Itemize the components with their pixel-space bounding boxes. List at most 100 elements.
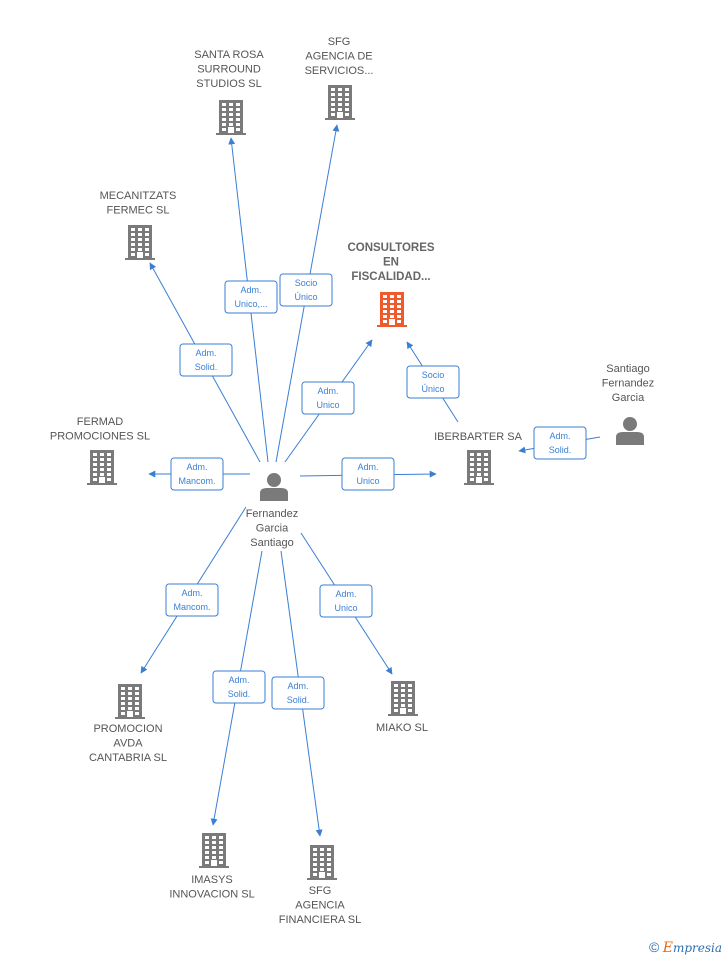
edge-label-text: Solid. [195, 362, 218, 372]
edge-label-box [341, 457, 395, 491]
node-label: AVDA [113, 738, 143, 750]
edge-label-box [165, 583, 219, 617]
node-label: MECANITZATS [100, 190, 177, 202]
building-icon [115, 684, 145, 719]
edge-label-text: Unico,... [234, 299, 267, 309]
node-label: CONSULTORES [347, 242, 434, 254]
building-icon [377, 292, 407, 327]
edge-label-box [179, 343, 233, 377]
edge-label-fernandez-to-miako[interactable]: Adm. Unico [319, 584, 373, 618]
node-label: PROMOCION [93, 723, 162, 735]
edge-label-box [271, 676, 325, 710]
node-label: STUDIOS SL [196, 78, 261, 90]
edge-label-box [406, 365, 460, 399]
building-icon [125, 225, 155, 260]
node-label: AGENCIA [295, 900, 345, 912]
building-icon [464, 450, 494, 485]
node-santa_rosa[interactable]: SANTA ROSA SURROUND STUDIOS SL [194, 49, 264, 135]
edge-label-text: Unico [316, 400, 339, 410]
person-icon [616, 417, 644, 445]
edge-label-text: Adm. [228, 675, 249, 685]
edge-label-box [279, 273, 333, 307]
edge-label-text: Unico [356, 476, 379, 486]
building-icon [87, 450, 117, 485]
edge-label-box [301, 381, 355, 415]
person-icon [260, 473, 288, 501]
node-label: MIAKO SL [376, 722, 428, 734]
edge-label-fernandez-to-santa_rosa[interactable]: Adm. Unico,... [224, 280, 278, 314]
empresia-watermark: © Empresia [649, 939, 722, 956]
edge-label-text: Unico [334, 603, 357, 613]
node-label: FINANCIERA SL [279, 914, 362, 926]
edge-label-text: Mancom. [173, 602, 210, 612]
edge-label-text: Socio [422, 370, 445, 380]
node-promocion[interactable]: PROMOCION AVDA CANTABRIA SL [89, 684, 167, 764]
edge-label-fernandez-to-imasys[interactable]: Adm. Solid. [212, 670, 266, 704]
node-iberbarter[interactable]: IBERBARTER SA [434, 431, 523, 485]
building-icon [199, 833, 229, 868]
edge-label-santiago_fg-to-iberbarter[interactable]: Adm.Solid. [533, 426, 587, 460]
edge-label-text: Adm. [317, 386, 338, 396]
edge-label-text: Adm. [549, 431, 570, 441]
building-icon [307, 845, 337, 880]
edge-label-fernandez-to-consultores[interactable]: Adm. Unico [301, 381, 355, 415]
edge-label-text: Adm. [357, 462, 378, 472]
edge-label-fernandez-to-sfg_financiera[interactable]: Adm. Solid. [271, 676, 325, 710]
edge-label-text: Mancom. [178, 476, 215, 486]
edge-label-box [224, 280, 278, 314]
node-label: SURROUND [197, 64, 261, 76]
edge-label-text: Único [294, 292, 317, 302]
edge-label-text: Solid. [228, 689, 251, 699]
edge-label-text: Adm. [335, 589, 356, 599]
node-consultores[interactable]: CONSULTORESENFISCALIDAD... [347, 242, 435, 327]
edge-label-text: Adm. [195, 348, 216, 358]
edge-label-box [170, 457, 224, 491]
node-label: Santiago [250, 537, 293, 549]
edge-label-fernandez-to-fermad[interactable]: Adm. Mancom. [170, 457, 224, 491]
building-icon [216, 100, 246, 135]
building-icon [388, 681, 418, 716]
node-sfg_agencia[interactable]: SFG AGENCIA DE SERVICIOS... [305, 36, 374, 120]
node-label: PROMOCIONES SL [50, 431, 150, 443]
edge-label-box [533, 426, 587, 460]
node-fermad[interactable]: FERMAD PROMOCIONES SL [50, 416, 150, 485]
node-label: SANTA ROSA [194, 49, 264, 61]
watermark-initial: E [662, 940, 673, 956]
edge-label-text: Adm. [287, 681, 308, 691]
node-label: FERMEC SL [107, 205, 170, 217]
node-label: INNOVACION SL [169, 889, 254, 901]
node-mecanitzats[interactable]: MECANITZATS FERMEC SL [100, 190, 177, 260]
node-label: SFG [309, 885, 332, 897]
node-label: Garcia [612, 392, 645, 404]
edge-label-text: Adm. [186, 462, 207, 472]
edge-label-text: Único [421, 384, 444, 394]
node-label: AGENCIA DE [305, 51, 372, 63]
edge-label-box [319, 584, 373, 618]
edge-label-text: Solid. [287, 695, 310, 705]
node-label: Fernandez [602, 378, 655, 390]
edge-label-fernandez-to-promocion[interactable]: Adm. Mancom. [165, 583, 219, 617]
edge-label-text: Adm. [240, 285, 261, 295]
node-label: FISCALIDAD... [351, 271, 430, 283]
edge-label-fernandez-to-mecanitzats[interactable]: Adm. Solid. [179, 343, 233, 377]
edge-label-fernandez-to-iberbarter[interactable]: Adm. Unico [341, 457, 395, 491]
copyright-icon: © [649, 939, 660, 955]
edge-label-text: Adm. [181, 588, 202, 598]
node-label: Garcia [256, 523, 289, 535]
node-label: SERVICIOS... [305, 65, 374, 77]
node-sfg_financiera[interactable]: SFG AGENCIA FINANCIERA SL [279, 845, 362, 926]
node-label: SFG [328, 36, 351, 48]
watermark-brand: mpresia [672, 941, 722, 955]
node-miako[interactable]: MIAKO SL [376, 681, 428, 734]
node-label: Fernandez [246, 508, 299, 520]
node-label: IBERBARTER SA [434, 431, 522, 443]
node-label: CANTABRIA SL [89, 752, 167, 764]
edge-label-box [212, 670, 266, 704]
node-label: FERMAD [77, 416, 124, 428]
